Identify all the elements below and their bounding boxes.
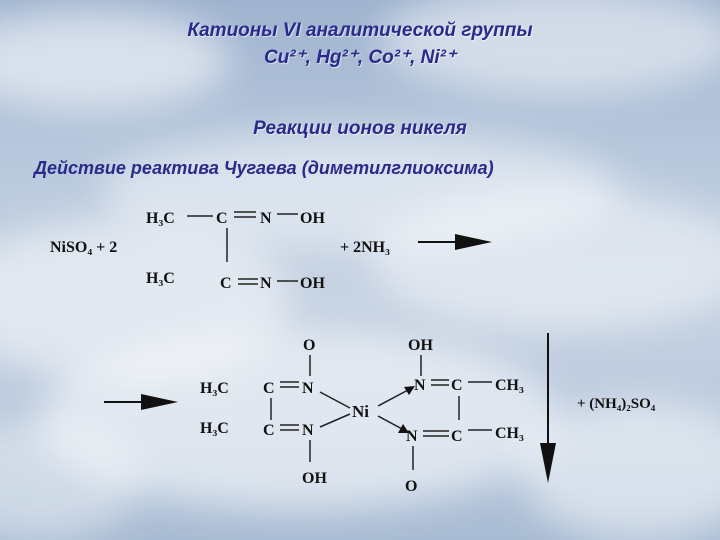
complex-nitrogen: N (406, 428, 418, 445)
complex-methyl-right-bottom: CH₃ (495, 425, 524, 442)
complex-oxygen-bottom: O (405, 478, 417, 495)
section-heading: Реакции ионов никеля (253, 118, 467, 139)
ammonia-label: + 2NH₃ (340, 239, 390, 256)
coordination-bond (319, 391, 351, 409)
arrowhead (404, 386, 415, 395)
complex-hydroxyl-top: OH (408, 337, 433, 354)
complex-methyl-left-top: H₃C (200, 380, 229, 397)
page-title: Катионы VI аналитической группы (187, 20, 533, 41)
nickel-sulfate-label: NiSO₄ + 2 (50, 239, 117, 256)
reagent-heading: Действие реактива Чугаева (диметилглиокс… (34, 158, 494, 178)
complex-hydroxyl-bottom: OH (302, 470, 327, 487)
dmg-nitrogen-top: N (260, 210, 272, 227)
cations-list: Cu²⁺, Hg²⁺, Co²⁺, Ni²⁺ (263, 47, 457, 68)
complex-methyl-right-top: CH₃ (495, 377, 524, 394)
dmg-hydroxyl-top: OH (300, 210, 325, 227)
reaction-arrow (418, 234, 492, 250)
dmg-methyl-bottom: H₃C (146, 270, 175, 287)
complex-carbon: C (451, 377, 463, 394)
complex-carbon: C (451, 428, 463, 445)
byproduct-label: + (NH₄)₂SO₄ (577, 396, 656, 412)
dmg-hydroxyl-bottom: OH (300, 275, 325, 292)
dmg-nitrogen-bottom: N (260, 275, 272, 292)
complex-carbon: C (263, 380, 275, 397)
arrowhead (398, 424, 409, 433)
coordination-bond (377, 415, 405, 431)
complex-carbon: C (263, 422, 275, 439)
complex-oxygen-top: O (303, 337, 315, 354)
complex-nitrogen: N (302, 380, 314, 397)
reaction-arrow (104, 394, 178, 410)
nickel-atom: Ni (352, 402, 369, 421)
dmg-carbon-top: C (216, 210, 228, 227)
complex-methyl-left-bottom: H₃C (200, 420, 229, 437)
complex-nitrogen: N (302, 422, 314, 439)
coordination-bond (319, 413, 351, 428)
complex-nitrogen: N (414, 377, 426, 394)
precipitate-arrow (540, 333, 556, 483)
coordination-bond (377, 388, 411, 407)
dmg-methyl-top: H₃C (146, 210, 175, 227)
dmg-carbon-bottom: C (220, 275, 232, 292)
